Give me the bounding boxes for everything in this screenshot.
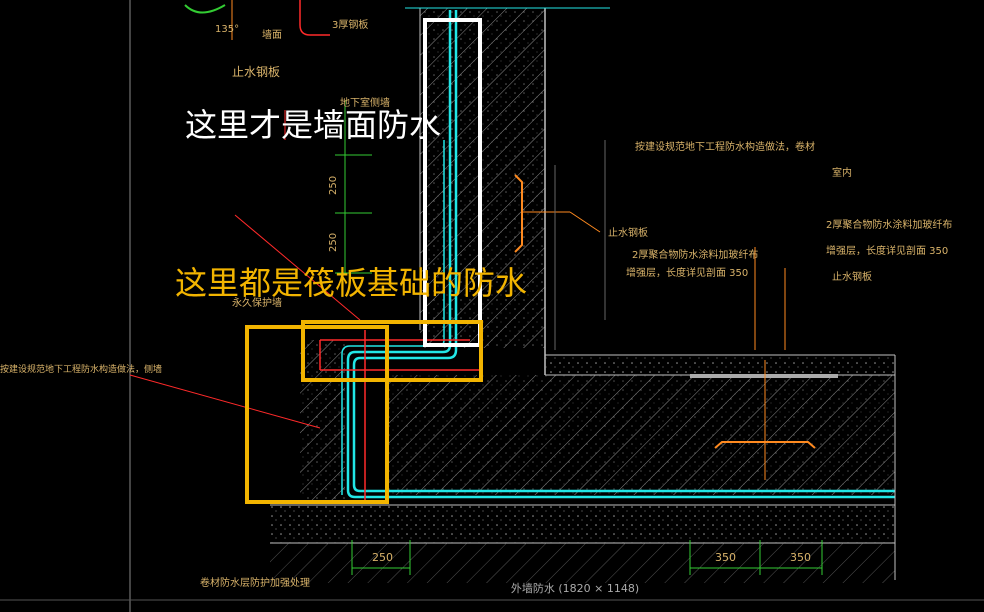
cad-label-coating-1b: 增强层，长度详见剖面 350 bbox=[626, 266, 748, 279]
cad-label-cushion: 卷材防水层防护加强处理 bbox=[200, 576, 310, 589]
orange-leader-2 bbox=[569, 211, 601, 233]
detail-arc-green bbox=[184, 4, 226, 14]
cad-label-spec-1: 按建设规范地下工程防水构造做法，卷材 bbox=[635, 140, 815, 153]
dim-label-350-a: 350 bbox=[715, 551, 736, 564]
cad-label-spec-2: 按建设规范地下工程防水构造做法，侧墙 bbox=[0, 363, 162, 375]
cad-label-angle: 135° bbox=[215, 24, 239, 35]
wall-waterproof-highlight-box bbox=[423, 18, 482, 347]
wall-dots bbox=[420, 8, 545, 348]
waterproof-layer-3 bbox=[341, 140, 445, 495]
cad-label-waterstop: 止水钢板 bbox=[232, 65, 280, 79]
waterproof-layer-2 bbox=[352, 10, 895, 493]
raft-side-highlight-box bbox=[245, 325, 389, 504]
cad-label-coating-2: 2厚聚合物防水涂料加玻纤布 bbox=[826, 218, 952, 231]
cad-label-coating-1: 2厚聚合物防水涂料加玻纤布 bbox=[632, 248, 758, 261]
cad-label-wall-face: 墙面 bbox=[262, 28, 282, 41]
leader-line-2 bbox=[129, 374, 321, 429]
raft-corner-highlight-box bbox=[301, 320, 483, 382]
soil-hatch bbox=[270, 543, 895, 583]
waterproof-layer-1 bbox=[346, 10, 895, 499]
dim-label-250-c: 250 bbox=[372, 551, 393, 564]
cad-label-basement-wall: 地下室侧墙 bbox=[340, 96, 390, 109]
cad-label-waterstop-3: 止水钢板 bbox=[832, 270, 872, 283]
dim-label-250-b: 250 bbox=[328, 233, 339, 252]
wall-waterproof-note: 这里才是墙面防水 bbox=[185, 106, 441, 144]
cad-label-protect-wall: 永久保护墙 bbox=[232, 296, 282, 309]
protect-wall-dots bbox=[300, 340, 345, 500]
cad-label-indoor: 室内 bbox=[832, 166, 852, 179]
dim-label-250-a: 250 bbox=[328, 176, 339, 195]
dim-label-350-b: 350 bbox=[790, 551, 811, 564]
leader-line-1 bbox=[234, 214, 361, 321]
cad-label-coating-2b: 增强层，长度详见剖面 350 bbox=[826, 244, 948, 257]
raft-dots bbox=[385, 375, 895, 495]
floor-screed bbox=[545, 355, 895, 375]
cad-label-waterstop-2: 止水钢板 bbox=[608, 226, 648, 239]
image-caption: 外墙防水 (1820 × 1148) bbox=[511, 581, 639, 595]
orange-bracket bbox=[514, 174, 523, 253]
raft-waterproof-note: 这里都是筏板基础的防水 bbox=[175, 264, 527, 302]
detail-red-fragment bbox=[299, 0, 330, 36]
cad-label-steel-plate: 3厚钢板 bbox=[332, 18, 368, 31]
cushion-layer bbox=[270, 505, 895, 543]
